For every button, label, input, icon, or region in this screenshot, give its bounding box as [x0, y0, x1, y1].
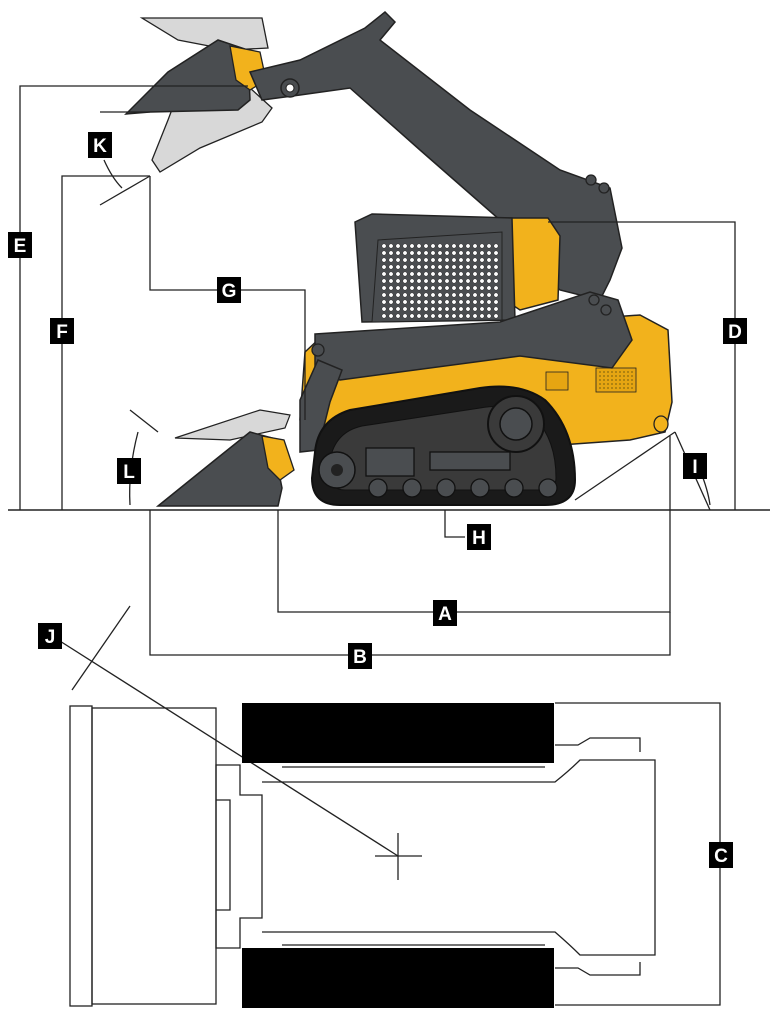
label-J: J — [38, 623, 62, 649]
top-view-body — [262, 759, 656, 956]
track-roller — [402, 478, 422, 498]
raised-bucket-ghost-top — [139, 17, 269, 51]
label-L-text: L — [123, 462, 135, 483]
track-roller — [436, 478, 456, 498]
track-roller — [504, 478, 524, 498]
label-H: H — [467, 524, 491, 550]
label-D-text: D — [728, 322, 742, 343]
label-I-text: I — [692, 457, 697, 478]
label-A: A — [433, 600, 457, 626]
cab-mesh — [381, 243, 499, 319]
label-K-text: K — [93, 136, 107, 157]
label-G: G — [217, 277, 241, 303]
label-F-text: F — [56, 322, 68, 343]
top-view-bucket — [69, 705, 93, 1007]
label-C: C — [709, 842, 733, 868]
track-roller — [470, 478, 490, 498]
tail-light — [653, 415, 669, 433]
label-D: D — [723, 318, 747, 344]
dimension-lines — [19, 85, 736, 1006]
top-view-loader — [69, 705, 656, 1007]
lowered-bucket-yellow-plate — [261, 435, 295, 481]
label-A-text: A — [438, 604, 452, 625]
side-view-loader — [124, 10, 673, 507]
track-frame-bracket — [365, 447, 415, 477]
label-B-text: B — [353, 647, 367, 668]
label-H-text: H — [472, 528, 486, 549]
label-F: F — [50, 318, 74, 344]
track-roller — [538, 478, 558, 498]
top-view-left-track — [242, 703, 554, 763]
label-B: B — [348, 643, 372, 669]
track-roller — [368, 478, 388, 498]
front-arm — [299, 359, 343, 453]
label-J-text: J — [45, 627, 56, 648]
label-L: L — [117, 458, 141, 484]
label-C-text: C — [714, 846, 728, 867]
lowered-bucket-ghost — [174, 409, 291, 441]
label-E-text: E — [14, 236, 27, 257]
label-E: E — [8, 232, 32, 258]
body-nameplate — [545, 371, 569, 391]
top-view-right-track — [242, 948, 554, 1008]
label-K: K — [88, 132, 112, 158]
label-G-text: G — [222, 281, 237, 302]
label-I: I — [683, 453, 707, 479]
